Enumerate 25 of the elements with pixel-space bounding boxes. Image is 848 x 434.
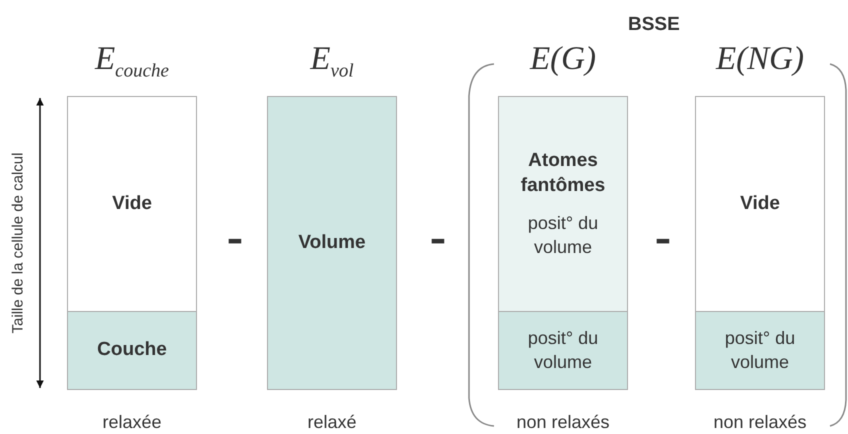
energy-symbol: E(NG) (714, 41, 805, 78)
region-title: Vide (739, 192, 781, 216)
region-title: Volume (297, 230, 367, 255)
region-text: posit° du volume (526, 212, 600, 259)
state-caption: relaxé (306, 412, 358, 433)
material-region (499, 97, 627, 311)
region-text: posit° du volume (724, 327, 796, 374)
state-caption: relaxée (101, 412, 163, 433)
material-region (68, 311, 196, 389)
region-title: Vide (111, 192, 153, 216)
material-region (696, 311, 824, 389)
region-title: Couche (96, 338, 168, 362)
minus-sign: - (654, 220, 672, 258)
energy-symbol: E$_{vol}$ (308, 41, 355, 83)
energy-symbol: E$_{couche}$ (94, 41, 170, 83)
energy-symbol: E(G) (528, 41, 597, 78)
region-text: posit° du volume (526, 327, 600, 374)
region-title: Atomes fantômes (520, 148, 606, 198)
state-caption: non relaxés (515, 412, 611, 433)
material-region (499, 311, 627, 389)
group-title: BSSE (628, 14, 680, 36)
minus-sign: - (430, 220, 446, 258)
minus-sign: - (226, 220, 244, 258)
axis-label: Taille de la cellule de calcul (10, 152, 26, 334)
state-caption: non relaxés (712, 412, 808, 433)
